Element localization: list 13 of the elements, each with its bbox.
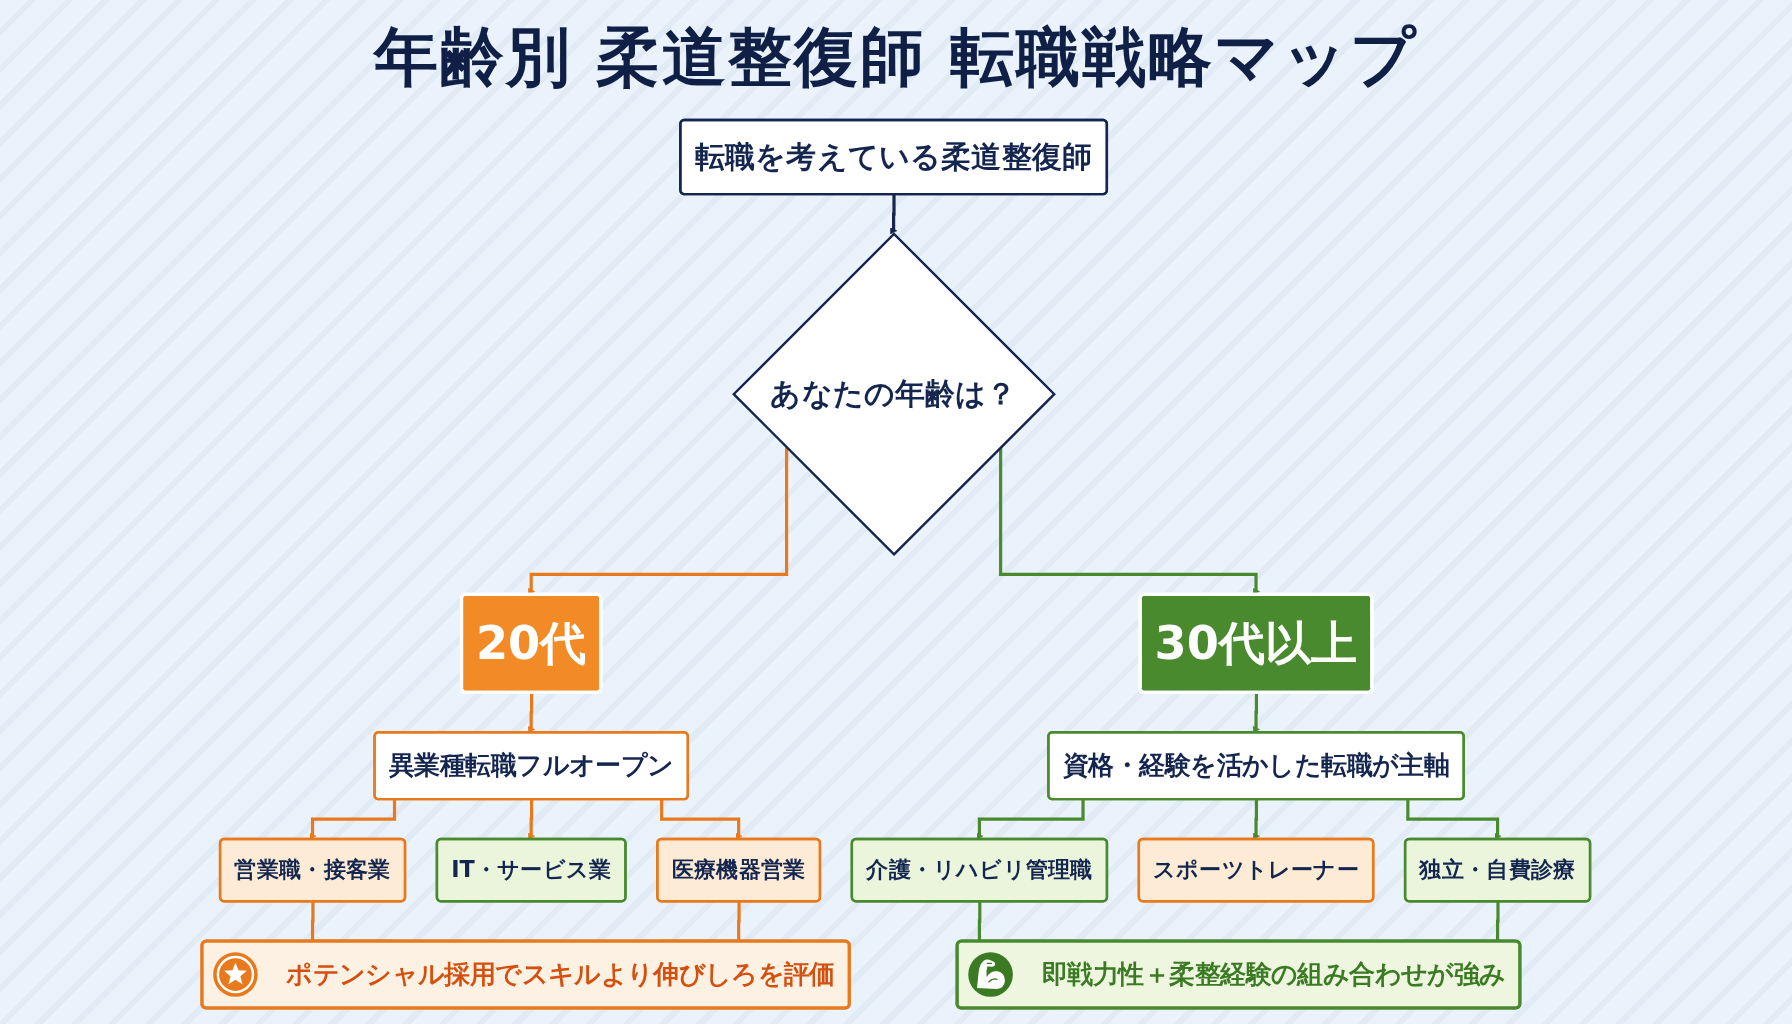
node-diamond: あなたの年齢は？ xyxy=(732,232,1056,557)
arrow xyxy=(1252,692,1260,733)
arrow xyxy=(890,194,898,235)
arrow xyxy=(528,692,536,733)
arrow xyxy=(999,447,1260,595)
arrow xyxy=(1406,799,1502,840)
arrow xyxy=(309,799,397,840)
title: 年齢別 柔道整復師 転職戦略マップ xyxy=(372,19,1420,96)
arrow xyxy=(1252,799,1260,840)
arrow xyxy=(976,799,1085,840)
arrow xyxy=(528,799,536,840)
arrow xyxy=(660,799,743,840)
arrow xyxy=(528,447,789,595)
